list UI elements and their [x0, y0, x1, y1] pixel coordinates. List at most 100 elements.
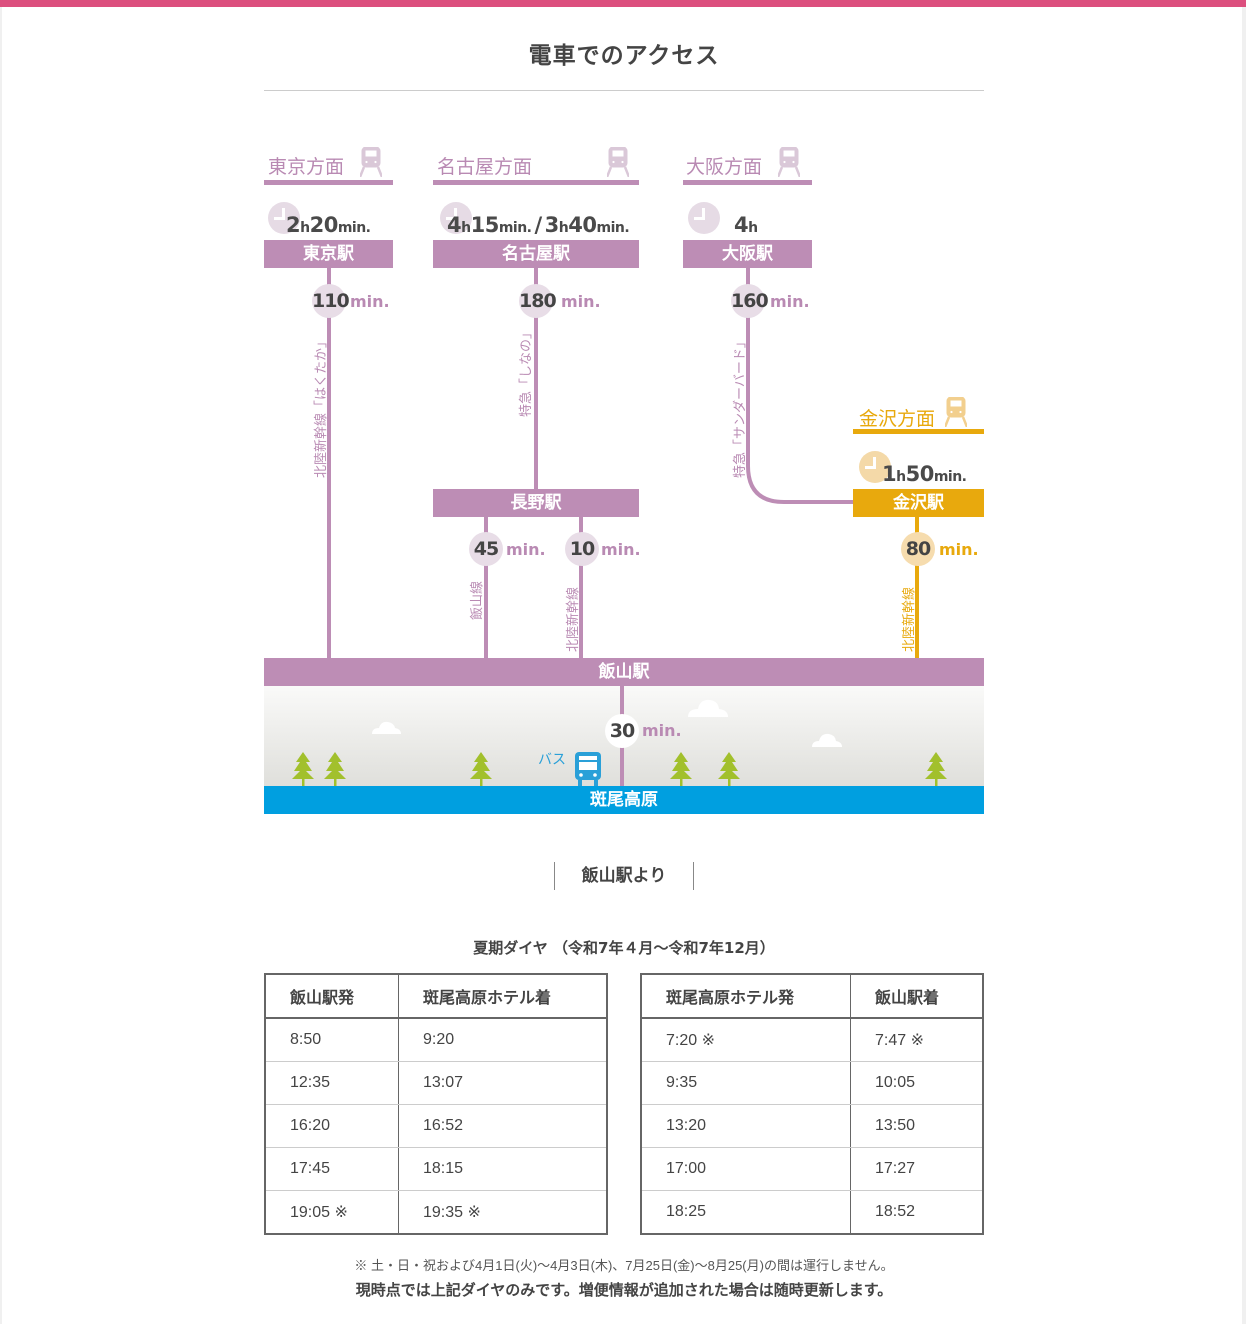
tree-icon [324, 752, 346, 786]
update-note: 現時点では上記ダイヤのみです。増便情報が追加された場合は随時更新します。 [355, 1281, 893, 1299]
minutes-bubble: 80 [901, 532, 935, 566]
cell: 7:20 ※ [641, 1018, 851, 1062]
train-icon [945, 397, 967, 427]
minutes-unit: min. [506, 540, 546, 559]
table-row: 7:20 ※7:47 ※ [641, 1018, 984, 1062]
line-name: 飯山線 [470, 580, 485, 620]
direction-label-nagoya: 名古屋方面 [437, 156, 533, 178]
cell: 18:52 [850, 1190, 984, 1234]
minutes-unit: min. [642, 721, 682, 740]
bus-label: バス [538, 752, 566, 768]
scrollbar[interactable] [1242, 7, 1246, 1324]
title-divider [264, 90, 984, 91]
cell: 9:20 [398, 1018, 608, 1062]
cloud-icon [372, 721, 401, 734]
minutes-unit: min. [601, 540, 641, 559]
direction-label-osaka: 大阪方面 [686, 156, 763, 178]
column-header: 飯山駅発 [265, 974, 399, 1019]
accent-bar [0, 0, 1246, 7]
cell: 9:35 [641, 1061, 851, 1105]
cell: 16:20 [265, 1104, 399, 1148]
line-name: 北陸新幹線 [902, 586, 917, 652]
tree-icon [925, 752, 947, 786]
cell: 19:35 ※ [398, 1190, 608, 1234]
route-line [915, 517, 919, 658]
tree-icon [292, 752, 314, 786]
direction-line [853, 429, 984, 434]
minutes-bubble: 180 [519, 284, 557, 318]
destination-madarao: 斑尾高原 [264, 786, 984, 814]
travel-time-nagoya: 4h15min./3h40min. [447, 213, 630, 237]
table-row: 19:05 ※19:35 ※ [265, 1190, 608, 1234]
train-icon [607, 147, 629, 177]
clock-icon [268, 202, 300, 234]
footnote: ※ 土・日・祝および4月1日(火)〜4月3日(木)、7月25日(金)〜8月25(… [354, 1258, 894, 1273]
page-title: 電車でのアクセス [528, 43, 720, 69]
direction-label-tokyo: 東京方面 [268, 156, 345, 178]
route-line [579, 517, 583, 658]
cell: 17:45 [265, 1147, 399, 1191]
station-osaka: 大阪駅 [683, 240, 812, 268]
season-label: 夏期ダイヤ （令和7年４月〜令和7年12月） [473, 939, 775, 957]
column-header: 斑尾高原ホテル発 [641, 974, 851, 1019]
station-nagano: 長野駅 [433, 489, 639, 517]
direction-line [433, 180, 639, 185]
section-heading: 飯山駅より [554, 862, 694, 890]
route-line [327, 268, 331, 658]
minutes-bubble: 45 [469, 532, 503, 566]
train-icon [778, 147, 800, 177]
route-line [484, 517, 488, 658]
travel-time-kanazawa: 1h50min. [882, 462, 967, 486]
station-nagoya: 名古屋駅 [433, 240, 639, 268]
cell: 7:47 ※ [850, 1018, 984, 1062]
tree-icon [670, 752, 692, 786]
travel-time-osaka: 4h [734, 213, 758, 237]
cell: 18:25 [641, 1190, 851, 1234]
station-kanazawa: 金沢駅 [853, 489, 984, 517]
direction-line [264, 180, 393, 185]
frame-edge [0, 7, 2, 1324]
cell: 10:05 [850, 1061, 984, 1105]
column-header: 飯山駅着 [850, 974, 984, 1019]
minutes-unit: min. [561, 292, 601, 311]
cell: 17:27 [850, 1147, 984, 1191]
minutes-bubble: 30 [605, 714, 639, 748]
cell: 19:05 ※ [265, 1190, 399, 1234]
route-line [534, 268, 538, 490]
cell: 16:52 [398, 1104, 608, 1148]
cell: 13:50 [850, 1104, 984, 1148]
clock-icon [688, 202, 720, 234]
station-iiyama: 飯山駅 [264, 658, 984, 686]
direction-label-kanazawa: 金沢方面 [859, 408, 936, 430]
direction-line [683, 180, 812, 185]
clock-icon [859, 451, 891, 483]
travel-time-tokyo: 2h20min. [286, 213, 371, 237]
line-name: 特急「しなの」 [519, 325, 534, 417]
cell: 13:20 [641, 1104, 851, 1148]
train-icon [360, 147, 382, 177]
tree-icon [470, 752, 492, 786]
tree-icon [718, 752, 740, 786]
line-name: 北陸新幹線「はくたか」 [314, 334, 329, 478]
minutes-unit: min. [350, 292, 390, 311]
column-header: 斑尾高原ホテル着 [398, 974, 608, 1019]
cell: 8:50 [265, 1018, 399, 1062]
cell: 12:35 [265, 1061, 399, 1105]
minutes-bubble: 110 [312, 284, 350, 318]
minutes-unit: min. [939, 540, 979, 559]
line-name: 北陸新幹線 [566, 586, 581, 652]
cloud-icon [812, 733, 842, 747]
cell: 13:07 [398, 1061, 608, 1105]
cell: 17:00 [641, 1147, 851, 1191]
bus-icon [575, 752, 601, 786]
route-line-curve [746, 268, 854, 504]
